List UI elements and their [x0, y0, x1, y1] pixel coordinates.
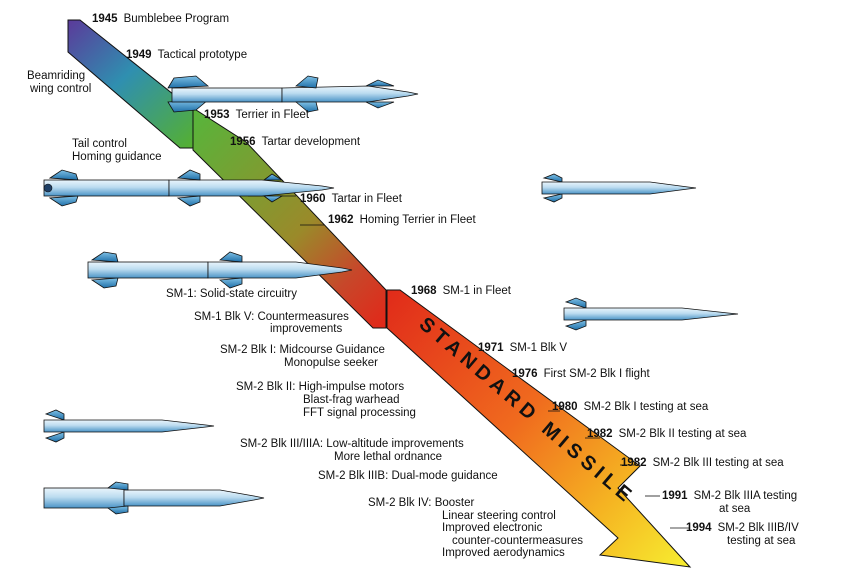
- upgrade-detail: counter-countermeasures: [452, 535, 584, 547]
- milestone-year: 1994: [686, 522, 712, 534]
- missile-terrier-beamriding: [167, 75, 419, 113]
- milestone-text: SM-2 Blk III testing at sea: [652, 457, 784, 469]
- milestone-1991: 1991 SM-2 Blk IIIA testing: [662, 490, 797, 503]
- milestone-1980: 1980 SM-2 Blk I testing at sea: [552, 401, 708, 414]
- upgrade-detail: Countermeasures: [257, 311, 349, 323]
- upgrade-detail: High-impulse motors: [298, 381, 405, 393]
- upgrade-name: SM-2 Blk IIIB:: [318, 470, 389, 482]
- upgrade-sm1-blk5: SM-1 Blk V: Countermeasures: [194, 311, 349, 324]
- upgrade-sm1: SM-1: Solid-state circuitry: [166, 288, 297, 301]
- upgrade-name: SM-1:: [166, 288, 197, 300]
- milestone-year: 1945: [92, 13, 118, 25]
- milestone-1994-line2: testing at sea: [727, 535, 796, 547]
- milestone-year: 1960: [300, 193, 326, 205]
- upgrade-detail: Improved electronic: [442, 522, 543, 534]
- milestone-1960: 1960 Tartar in Fleet: [300, 193, 402, 206]
- milestone-1949: 1949 Tactical prototype: [126, 49, 247, 62]
- upgrade-detail: Linear steering control: [442, 510, 556, 522]
- milestone-1968: 1968 SM-1 in Fleet: [411, 285, 511, 298]
- upgrade-detail: More lethal ordnance: [334, 451, 443, 463]
- upgrade-name: SM-2 Blk IV:: [368, 497, 432, 509]
- milestone-text: First SM-2 Blk I flight: [543, 368, 650, 380]
- milestone-text: SM-2 Blk IIIA testing: [693, 490, 798, 502]
- milestone-year: 1982: [621, 457, 647, 469]
- upgrade-detail: Improved aerodynamics: [442, 547, 565, 559]
- milestone-1982-blk3: 1982 SM-2 Blk III testing at sea: [621, 457, 784, 470]
- upgrade-name: SM-2 Blk III/IIIA:: [240, 438, 324, 450]
- upgrade-sm2-blk3-3a: SM-2 Blk III/IIIA: Low-altitude improvem…: [240, 438, 464, 451]
- upgrade-detail: Monopulse seeker: [284, 357, 378, 369]
- upgrade-name: SM-1 Blk V:: [194, 311, 255, 323]
- missile-right-upper: [541, 173, 697, 203]
- note-tail-control-line2: Homing guidance: [72, 151, 162, 163]
- milestone-text: Tartar in Fleet: [331, 193, 402, 205]
- missile-sm1: [87, 251, 353, 289]
- milestone-year: 1980: [552, 401, 578, 413]
- milestone-year: 1949: [126, 49, 152, 61]
- upgrade-detail: FFT signal processing: [303, 407, 416, 419]
- milestone-text: SM-2 Blk IIIB/IV: [717, 522, 799, 534]
- milestone-1976: 1976 First SM-2 Blk I flight: [512, 368, 650, 381]
- milestone-year: 1971: [478, 342, 504, 354]
- milestone-1971: 1971 SM-1 Blk V: [478, 342, 567, 355]
- milestone-text: Tartar development: [261, 136, 361, 148]
- milestone-text: SM-1 Blk V: [509, 342, 568, 354]
- upgrade-detail: Dual-mode guidance: [391, 470, 498, 482]
- milestone-text: Tactical prototype: [157, 49, 248, 61]
- upgrade-detail: Midcourse Guidance: [279, 344, 385, 356]
- milestone-1962: 1962 Homing Terrier in Fleet: [328, 214, 476, 227]
- milestone-1953: 1953 Terrier in Fleet: [204, 109, 309, 122]
- upgrade-detail: improvements: [270, 323, 343, 335]
- milestone-text: Homing Terrier in Fleet: [359, 214, 476, 226]
- missile-sm2-blk4: [43, 481, 265, 515]
- milestone-year: 1982: [587, 428, 613, 440]
- milestone-year: 1956: [230, 136, 256, 148]
- upgrade-detail: Solid-state circuitry: [199, 288, 298, 300]
- upgrade-detail: Booster: [434, 497, 475, 509]
- upgrade-detail: Blast-frag warhead: [303, 394, 400, 406]
- upgrade-sm2-blk1: SM-2 Blk I: Midcourse Guidance: [220, 344, 385, 357]
- milestone-1991-line2: at sea: [719, 503, 751, 515]
- milestone-text: SM-2 Blk I testing at sea: [583, 401, 709, 413]
- note-beamriding-line2: wing control: [30, 83, 92, 95]
- missile-right-lower: [563, 297, 739, 331]
- note-tail-control-line1: Tail control: [72, 138, 127, 150]
- milestone-text: Terrier in Fleet: [235, 109, 310, 121]
- milestone-text: Bumblebee Program: [123, 13, 230, 25]
- upgrade-detail: Low-altitude improvements: [326, 438, 464, 450]
- milestone-1982-blk2: 1982 SM-2 Blk II testing at sea: [587, 428, 746, 441]
- milestone-1956: 1956 Tartar development: [230, 136, 360, 149]
- milestone-1945: 1945 Bumblebee Program: [92, 13, 229, 26]
- milestone-year: 1968: [411, 285, 437, 297]
- milestone-year: 1991: [662, 490, 688, 502]
- note-beamriding-line1: Beamriding: [27, 70, 86, 82]
- upgrade-sm2-blk4: SM-2 Blk IV: Booster: [368, 497, 474, 510]
- milestone-text: SM-2 Blk II testing at sea: [618, 428, 747, 440]
- timeline-band-segment-2: [192, 107, 387, 329]
- upgrade-sm2-blk3b: SM-2 Blk IIIB: Dual-mode guidance: [318, 470, 498, 483]
- upgrade-sm2-blk2: SM-2 Blk II: High-impulse motors: [236, 381, 404, 394]
- upgrade-name: SM-2 Blk I:: [220, 344, 277, 356]
- upgrade-name: SM-2 Blk II:: [236, 381, 296, 393]
- milestone-1994: 1994 SM-2 Blk IIIB/IV: [686, 522, 799, 535]
- milestone-year: 1976: [512, 368, 538, 380]
- milestone-text: SM-1 in Fleet: [442, 285, 511, 297]
- missile-sm2-blk2: [43, 409, 215, 443]
- milestone-year: 1962: [328, 214, 354, 226]
- missile-tartar-homing: [43, 169, 335, 207]
- timeline-arrow: [386, 289, 692, 568]
- milestone-year: 1953: [204, 109, 230, 121]
